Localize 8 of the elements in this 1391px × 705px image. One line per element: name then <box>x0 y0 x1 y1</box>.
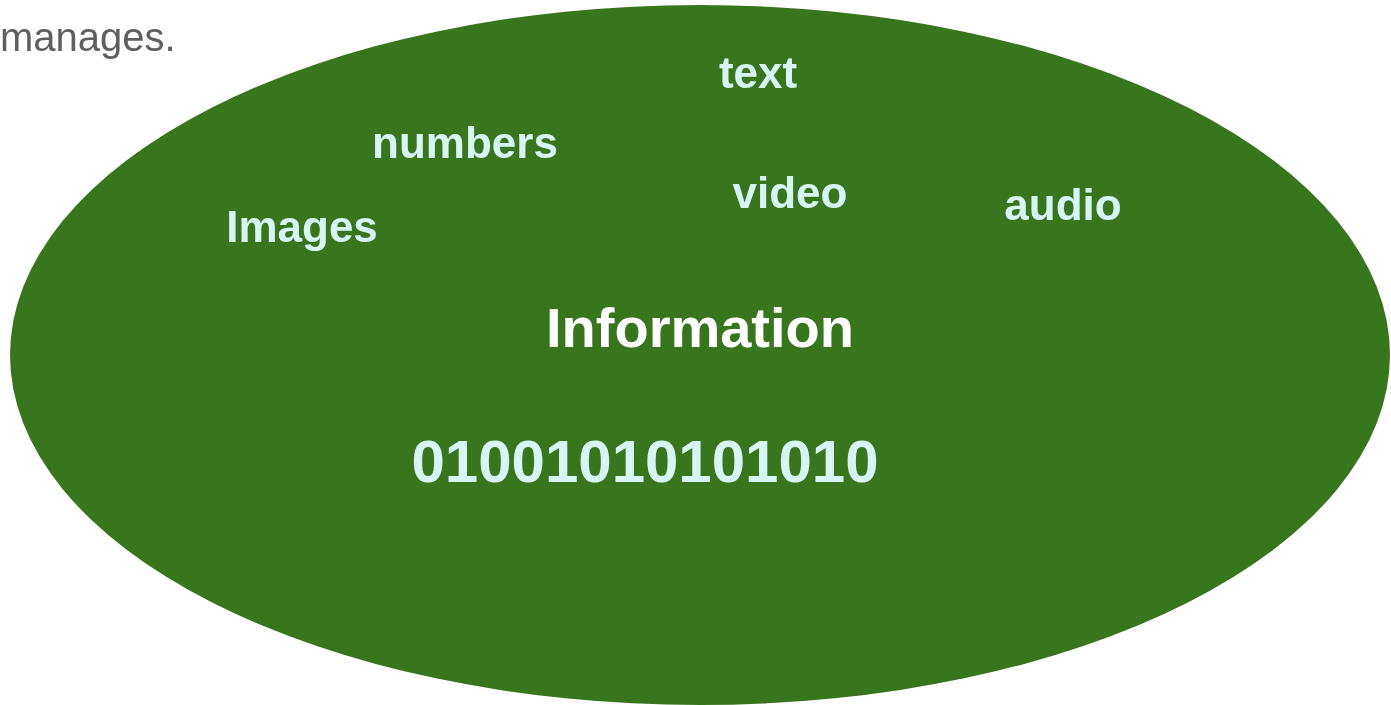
ellipse-item-label: audio <box>1004 180 1122 230</box>
note-text: manages. <box>0 15 176 59</box>
ellipse-item-label: text <box>718 48 798 98</box>
ellipse-item-label: Images <box>226 202 378 252</box>
ellipse-item-label: video <box>732 168 848 218</box>
ellipse-item-label: 01001010101010 <box>411 429 879 495</box>
ellipse-title: Information <box>546 297 854 359</box>
ellipse-item-label: numbers <box>372 118 558 168</box>
